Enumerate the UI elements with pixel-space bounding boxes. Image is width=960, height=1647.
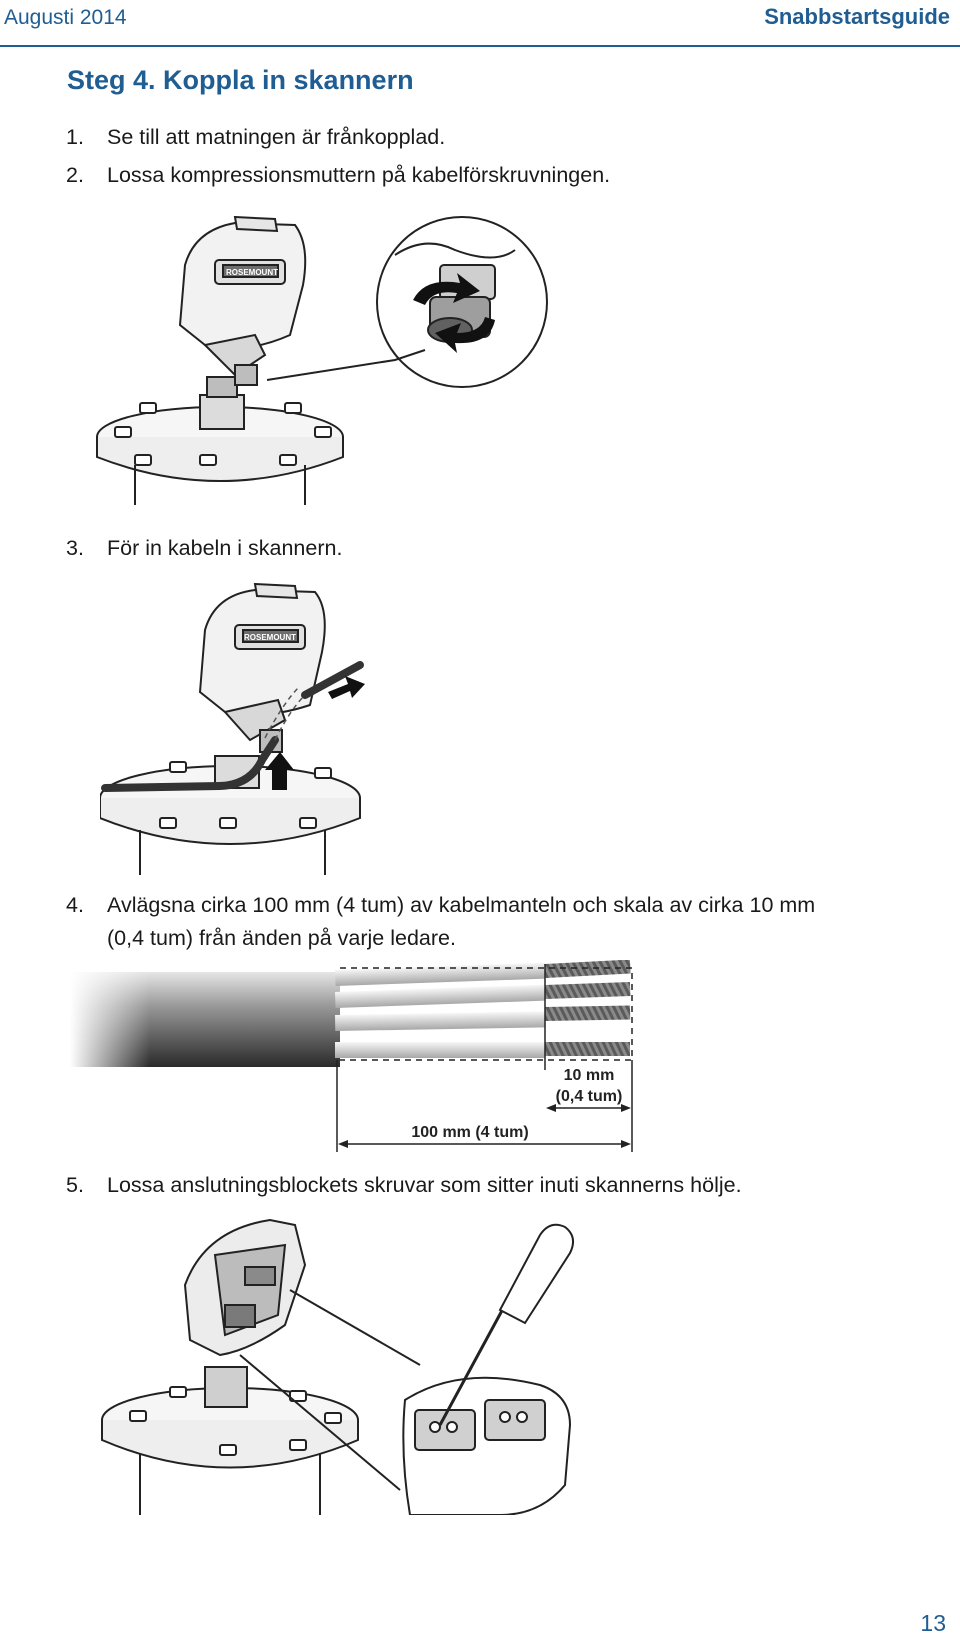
step-text: Lossa anslutningsblockets skruvar som si… <box>107 1173 742 1197</box>
step-text: Lossa kompressionsmuttern på kabelförskr… <box>107 163 611 187</box>
device-logo: ROSEMOUNT <box>244 633 296 642</box>
header-date: Augusti 2014 <box>4 6 127 29</box>
figure-insert-cable: ROSEMOUNT <box>100 582 365 875</box>
step-number: 2. <box>66 163 84 187</box>
page-number: 13 <box>920 1610 946 1636</box>
figure-loosen-nut: ROSEMOUNT <box>96 215 548 505</box>
step-number: 4. <box>66 893 84 917</box>
step-number: 3. <box>66 536 84 560</box>
dimension-label-small: 10 mm <box>564 1067 615 1084</box>
step-number: 1. <box>66 125 84 149</box>
step-text: Se till att matningen är frånkopplad. <box>107 125 446 149</box>
step-number: 5. <box>66 1173 84 1197</box>
dimension-label-small-imperial: (0,4 tum) <box>556 1088 623 1105</box>
step-text: Avlägsna cirka 100 mm (4 tum) av kabelma… <box>107 893 816 917</box>
device-logo: ROSEMOUNT <box>226 268 278 277</box>
dimension-label-large: 100 mm (4 tum) <box>411 1124 528 1141</box>
step-text: För in kabeln i skannern. <box>107 536 343 560</box>
header-divider <box>0 45 960 47</box>
header-guide-title: Snabbstartsguide <box>764 4 950 29</box>
section-title: Steg 4. Koppla in skannern <box>67 65 414 95</box>
figure-terminal-screws <box>101 1218 575 1515</box>
step-text-continued: (0,4 tum) från änden på varje ledare. <box>107 926 456 950</box>
figure-stripped-cable: 10 mm (0,4 tum) 100 mm (4 tum) <box>70 960 633 1152</box>
